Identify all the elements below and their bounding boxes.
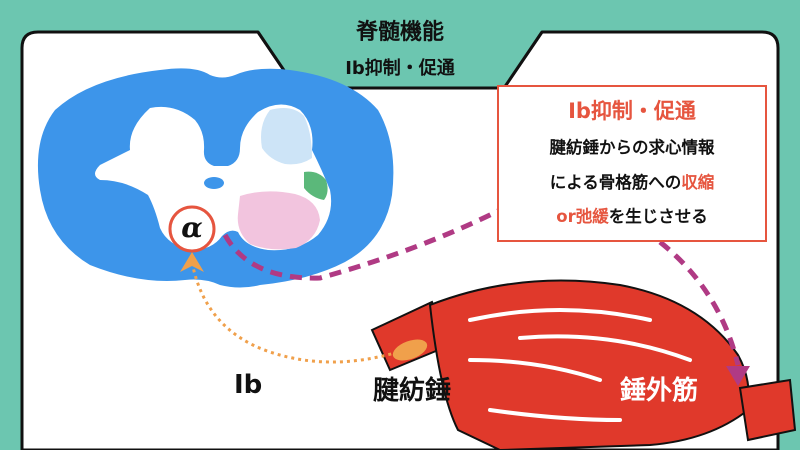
muscle-fiber-2: [518, 334, 692, 362]
callout-to-muscle-path: [658, 240, 741, 366]
callout-line-2-accent: 収縮: [681, 173, 715, 192]
callout-line-3: or弛緩を生じさせる: [499, 203, 765, 227]
alpha-motor-neuron: [168, 205, 216, 253]
callout-line-3-suffix: を生じさせる: [608, 207, 708, 226]
title-tab-outline: [256, 31, 544, 90]
dorsal-horn-region: [261, 108, 312, 165]
title-tab: [228, 0, 572, 88]
page-subtitle: Ib抑制・促通: [345, 58, 455, 79]
callout-line-2-prefix: による骨格筋への: [549, 173, 682, 192]
efferent-arrowhead: [726, 366, 750, 386]
afferent-arrowhead: [180, 252, 204, 272]
muscle-fiber-1: [468, 308, 652, 322]
callout-title: Ⅰb抑制・促通: [568, 99, 696, 123]
muscle-fiber-4: [488, 408, 622, 422]
callout-line-2: による骨格筋への収縮: [499, 169, 765, 193]
muscle-fiber-3: [468, 358, 602, 382]
muscle: [370, 279, 797, 450]
tendon-spindle-label: 腱紡錘: [373, 376, 452, 406]
tendon-spindle-organ: [392, 339, 428, 361]
muscle-belly: [428, 279, 750, 450]
callout-line-3-accent: or弛緩: [556, 207, 609, 226]
page-title: 脊髄機能: [355, 20, 444, 45]
intermediate-region: [304, 171, 328, 200]
ventral-horn-region: [237, 191, 320, 250]
muscle-tendon-right: [738, 378, 797, 442]
alpha-label: α: [181, 211, 203, 244]
extrafusal-muscle-label: 錘外筋: [620, 376, 699, 406]
ib-fiber-label: Ⅰb: [234, 370, 263, 400]
spinal-cord: [37, 68, 394, 288]
central-canal: [204, 177, 224, 189]
callout-box: Ⅰb抑制・促通 腱紡錘からの求心情報 による骨格筋への収縮 or弛緩を生じさせる: [497, 85, 767, 242]
callout-line-1: 腱紡錘からの求心情報: [549, 138, 715, 157]
